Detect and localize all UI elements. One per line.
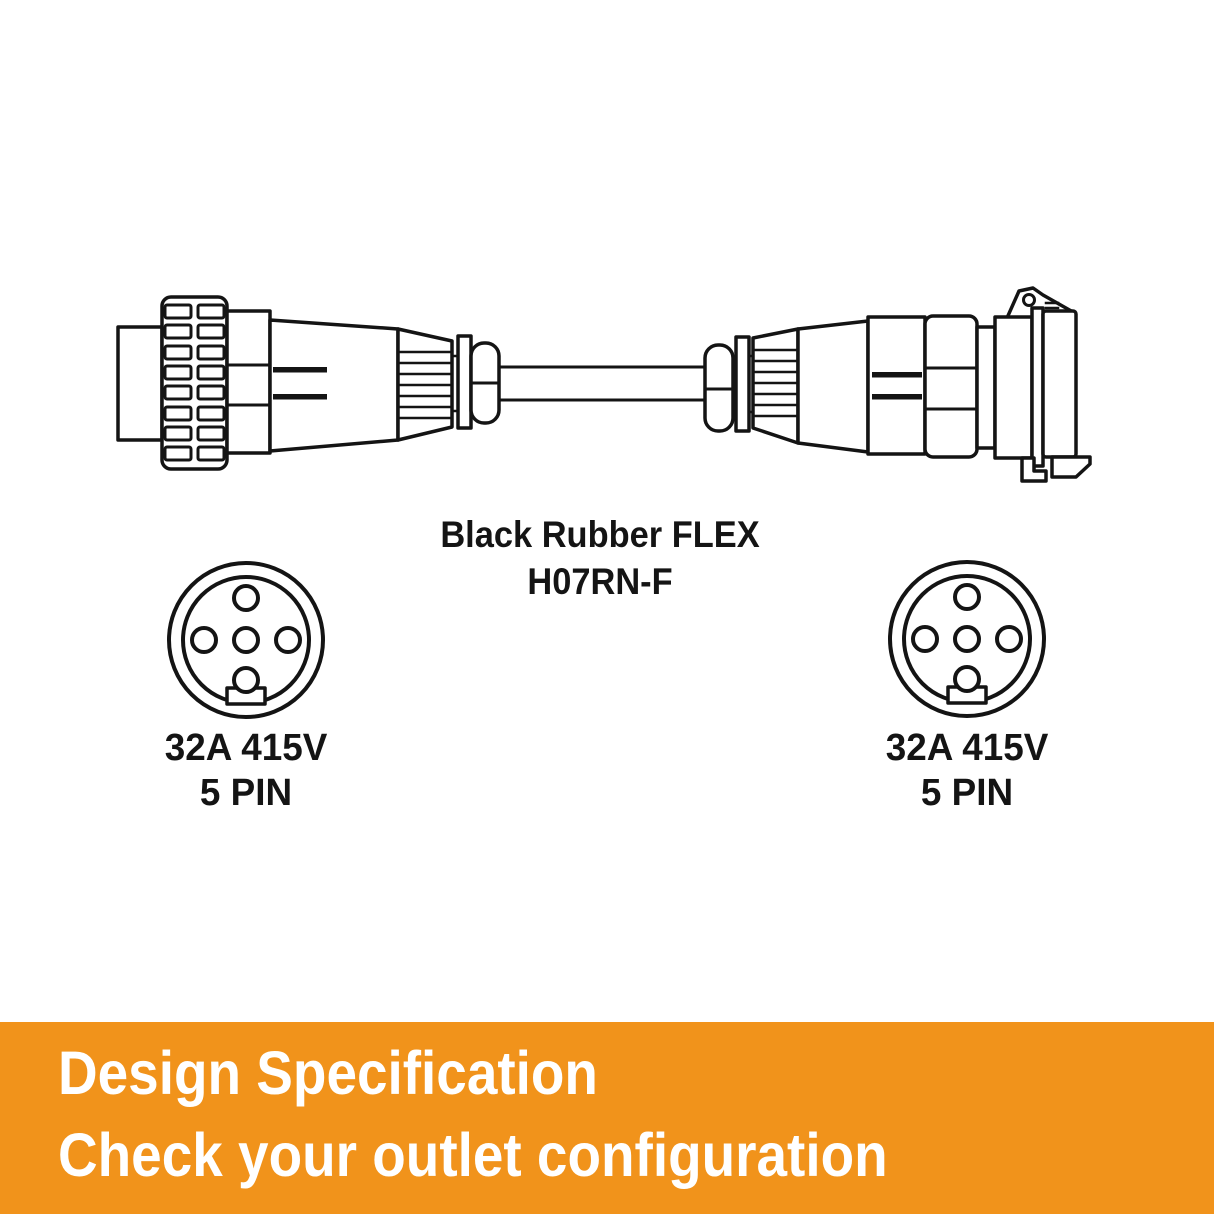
socket-drawing (703, 286, 1092, 483)
right-rating-text: 32A 415V (885, 727, 1049, 769)
plug-body (268, 318, 400, 453)
socket-coupling-ring (923, 314, 997, 459)
plug-collar (225, 309, 272, 455)
left-connector-rating: 32A 415V 5 PIN (46, 726, 446, 816)
plug-drawing (116, 295, 501, 471)
plug-strain-relief (396, 327, 454, 442)
outlet-config-subheading: Check your outlet configuration (58, 1121, 888, 1189)
plug-knurled-ring (160, 295, 229, 471)
lug-hole (1022, 293, 1036, 307)
left-pin-count-text: 5 PIN (199, 772, 293, 814)
cable-type-line1: Black Rubber FLEX (440, 514, 760, 555)
cable-lines (497, 365, 708, 402)
right-pin-count-text: 5 PIN (920, 772, 1014, 814)
cable-type-label: Black Rubber FLEX H07RN-F (400, 511, 800, 605)
flange-clip (1020, 456, 1048, 483)
flange-foot (1050, 455, 1092, 479)
left-rating-text: 32A 415V (164, 727, 328, 769)
socket-outlet-flange (993, 286, 1092, 483)
pin-diagram-left (167, 561, 325, 719)
plug-cable-gland (450, 334, 501, 430)
right-connector-rating: 32A 415V 5 PIN (767, 726, 1167, 816)
design-spec-banner: Design Specification Check your outlet c… (0, 1022, 1214, 1214)
socket-cable-gland (703, 335, 757, 433)
socket-strain-relief (751, 327, 800, 445)
pin-diagram-right (888, 560, 1046, 718)
socket-body (796, 315, 927, 456)
plug-nose (116, 325, 164, 442)
cable-type-line2: H07RN-F (527, 561, 673, 602)
design-spec-heading: Design Specification (58, 1039, 598, 1107)
